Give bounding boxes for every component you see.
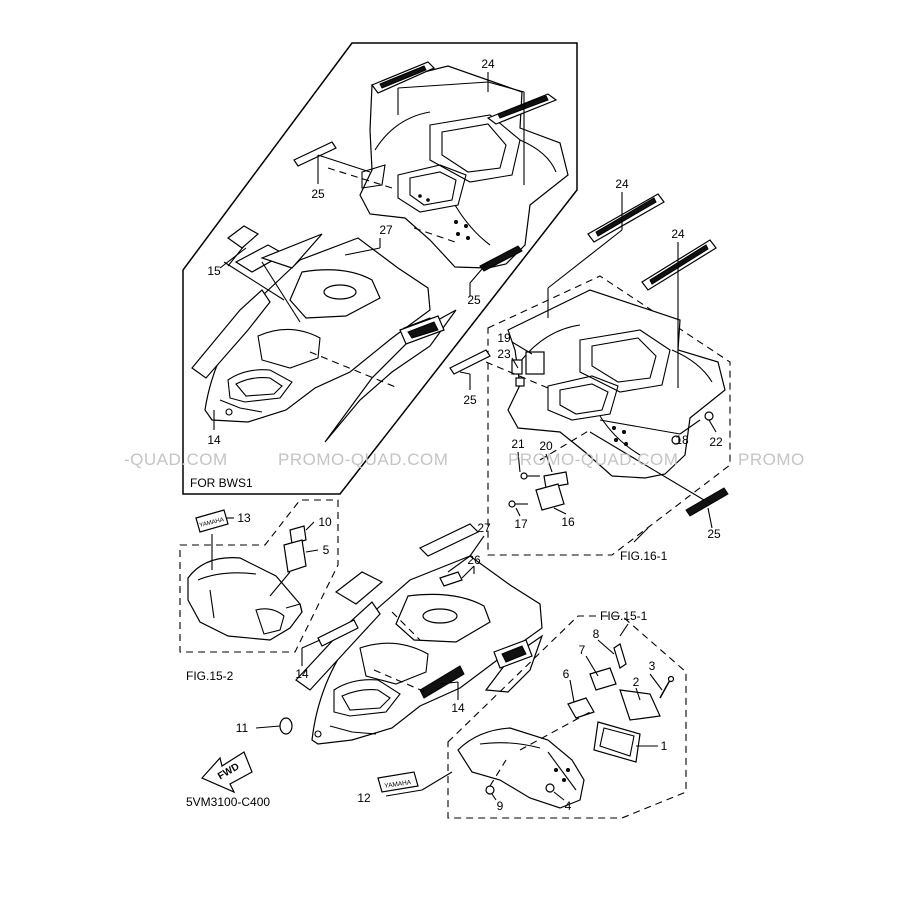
- bws-side-panel: [191, 233, 457, 443]
- label-fig16-25a: 25: [463, 393, 477, 407]
- decal-26: [439, 571, 463, 587]
- part-22-grommet: [704, 411, 714, 421]
- fig15-2-frame: [179, 499, 339, 653]
- bws-rear-fender: [359, 65, 569, 269]
- label-front-14b: 14: [451, 701, 465, 715]
- fig15-1-leaders: [489, 623, 663, 801]
- part-16-reflector: [535, 483, 565, 511]
- part-9-grommet: [485, 785, 495, 795]
- fig15-2-leaders: [211, 517, 319, 597]
- front-leaders: [255, 535, 485, 797]
- label-bws-14: 14: [207, 433, 221, 447]
- bws-decal-25-rear: [293, 141, 337, 167]
- label-fig16-24a: 24: [615, 177, 629, 191]
- diagram-code: 5VM3100-C400: [186, 795, 270, 809]
- label-fig16-21: 21: [511, 437, 525, 451]
- label-fig16-25b: 25: [707, 527, 721, 541]
- label-front-27: 27: [477, 521, 491, 535]
- label-bws-25-side: 25: [467, 293, 481, 307]
- label-fig151-7: 7: [579, 643, 586, 657]
- part-3-screw: [659, 675, 675, 699]
- part-7-plate: [589, 667, 617, 691]
- label-fig151-3: 3: [649, 659, 656, 673]
- label-bws-15: 15: [207, 264, 221, 278]
- label-fig151-6: 6: [563, 667, 570, 681]
- label-fig16-18: 18: [675, 433, 689, 447]
- part-17-screw: [508, 500, 528, 508]
- part-11-emblem: [279, 717, 293, 735]
- label-fig151-2: 2: [633, 675, 640, 689]
- caption-fig16-1: FIG.16-1: [620, 549, 668, 563]
- fig16-decal-25-rear: [449, 349, 491, 375]
- decal-14-upper: [317, 619, 359, 647]
- part-21-screw: [520, 472, 540, 480]
- label-fig16-23: 23: [497, 347, 511, 361]
- bws-decal-15: [226, 225, 260, 249]
- fig15-2-emblem-13: YAMAHA: [195, 509, 229, 533]
- bws-decal-24-right: [486, 93, 558, 125]
- label-fig16-17: 17: [514, 517, 528, 531]
- part-18-grommet: [671, 435, 681, 445]
- label-bws-27: 27: [379, 223, 393, 237]
- part-2-lens: [619, 689, 661, 721]
- label-fig151-8: 8: [593, 627, 600, 641]
- label-front-12: 12: [357, 791, 371, 805]
- label-fig16-16: 16: [561, 515, 575, 529]
- label-bws-25: 25: [311, 187, 325, 201]
- label-fig152-5: 5: [323, 543, 330, 557]
- emblem-12: YAMAHA: [377, 771, 419, 793]
- label-bws-24: 24: [481, 57, 495, 71]
- watermark-text-1: -QUAD.COM: [124, 450, 228, 469]
- caption-fig15-2: FIG.15-2: [186, 669, 234, 683]
- label-fig16-22: 22: [709, 435, 723, 449]
- bws1-frame: [182, 42, 578, 495]
- label-fig152-10: 10: [318, 515, 332, 529]
- label-fig151-4: 4: [565, 799, 572, 813]
- part-8-bolt: [613, 643, 627, 669]
- label-fig152-13: 13: [237, 511, 251, 525]
- watermark-text-3: PROMO-QUAD.COM: [508, 450, 678, 469]
- caption-for-bws1: FOR BWS1: [190, 476, 253, 490]
- fig15-1-front-panel: [457, 727, 585, 809]
- label-front-26: 26: [467, 553, 481, 567]
- label-fig151-9: 9: [497, 799, 504, 813]
- bws-leaders: [213, 72, 525, 430]
- label-front-11: 11: [236, 721, 249, 735]
- decal-14-lower: [419, 665, 465, 699]
- fig15-2-front-cover: [187, 557, 303, 641]
- fig16-decal-24-upper: [587, 193, 665, 243]
- part-5-reflector: [283, 539, 307, 573]
- part-4-grommet: [545, 783, 555, 793]
- emblem-text-13: YAMAHA: [199, 517, 225, 529]
- label-fig16-20: 20: [539, 439, 553, 453]
- emblem-text-12: YAMAHA: [384, 779, 412, 790]
- label-fig16-19: 19: [497, 331, 511, 345]
- label-front-14a: 14: [295, 667, 309, 681]
- bws-decal-24-left: [371, 61, 436, 94]
- front-side-panels: [295, 523, 544, 693]
- part-6-bracket: [567, 697, 595, 719]
- fig16-1-frame: [487, 275, 731, 556]
- part-20-plate: [543, 471, 569, 489]
- label-fig16-24b: 24: [671, 227, 685, 241]
- fwd-arrow-icon: FWD: [200, 751, 253, 794]
- front-fender: [311, 555, 543, 745]
- fig16-decal-25-side: [685, 487, 729, 517]
- watermark-text-2: PROMO-QUAD.COM: [278, 450, 448, 469]
- fig16-leaders: [459, 192, 717, 543]
- watermark-text-4: PROMO: [738, 450, 805, 469]
- label-fig151-1: 1: [661, 739, 668, 753]
- caption-fig15-1: FIG.15-1: [600, 609, 648, 623]
- part-1-light-housing: [593, 721, 641, 763]
- bws-decal-25-side: [479, 245, 523, 272]
- watermark: -QUAD.COM PROMO-QUAD.COM PROMO-QUAD.COM …: [124, 450, 805, 469]
- fig16-decal-24-lower: [641, 239, 717, 291]
